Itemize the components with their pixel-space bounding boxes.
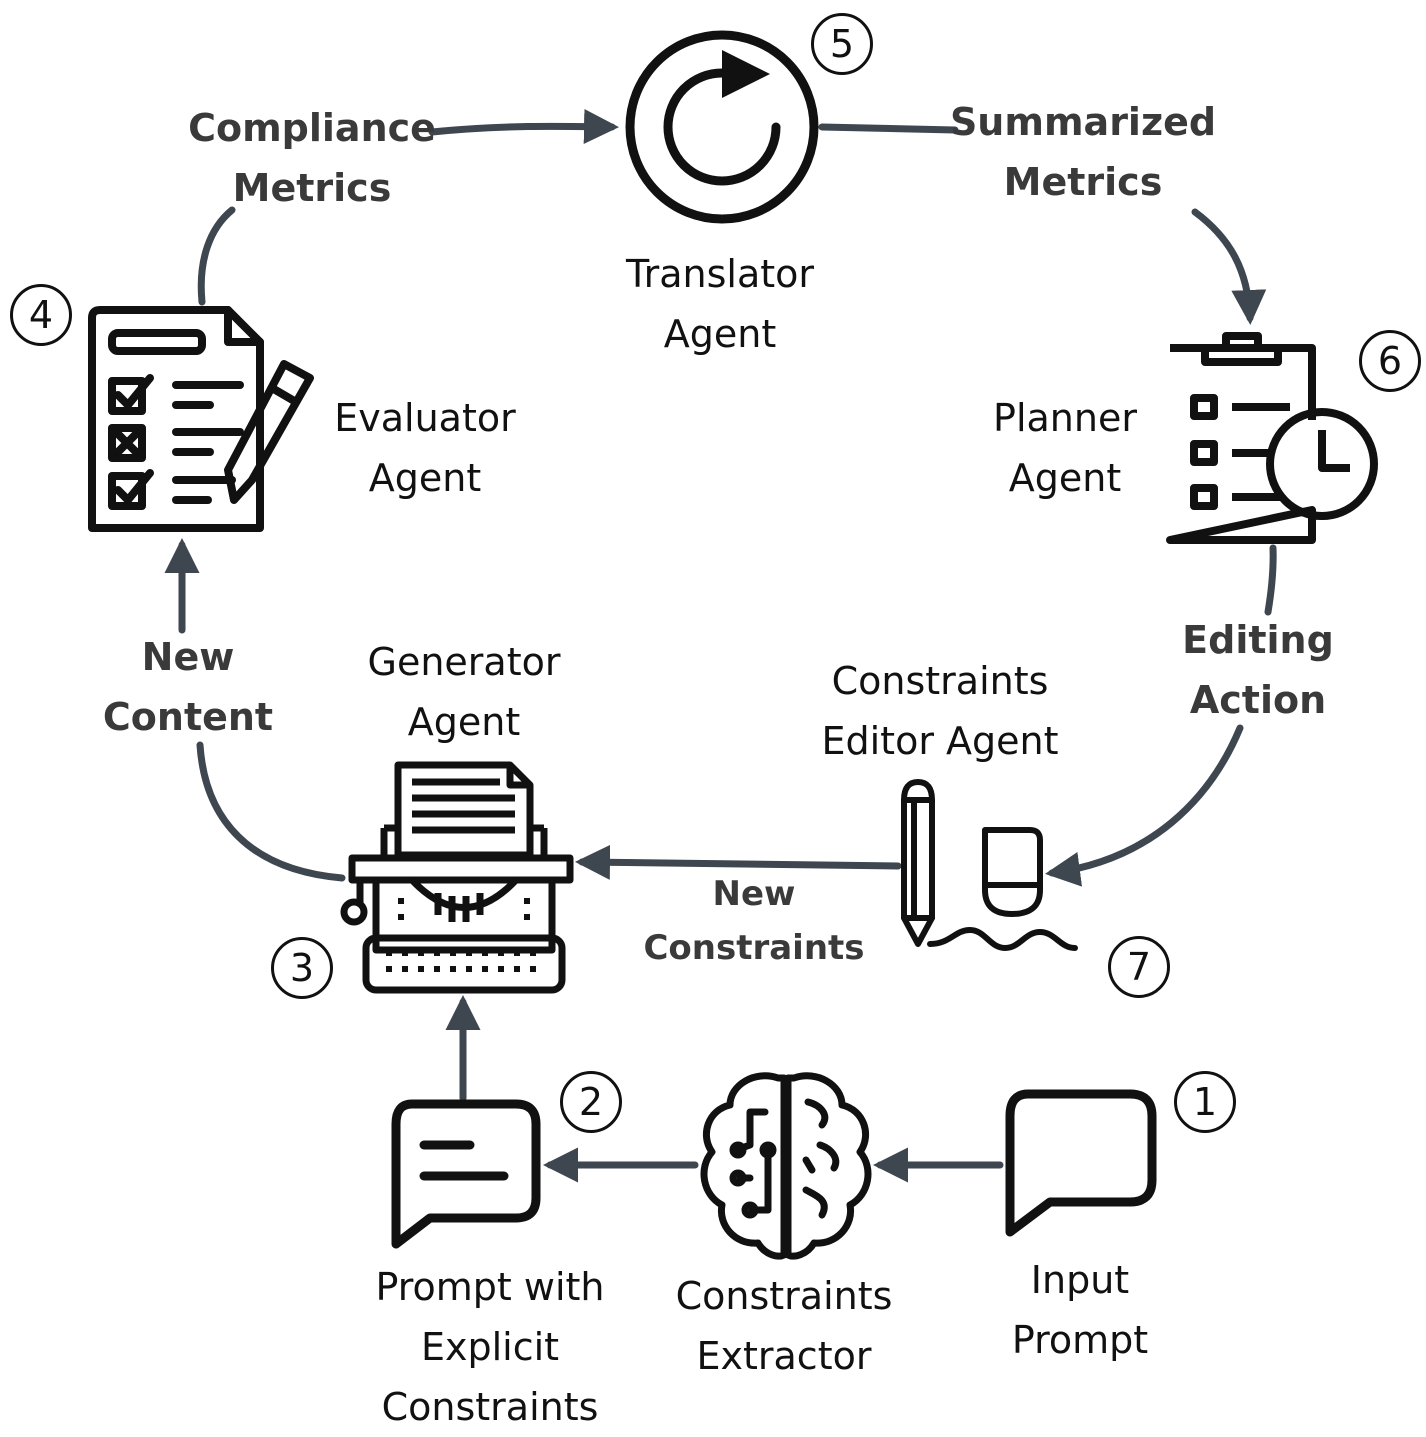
prompt-explicit-label: Prompt with Explicit Constraints — [360, 1257, 620, 1437]
input-prompt-label-line-2: Prompt — [1011, 1318, 1149, 1362]
edge-label-compliance-metrics: Compliance Metrics — [180, 98, 444, 218]
speech-bubble-icon — [1005, 1089, 1157, 1237]
generator-agent-label-line-1: Generator — [367, 640, 561, 684]
arrow-translator-to-summarized — [818, 123, 959, 134]
step-badge-2: 2 — [560, 1071, 622, 1133]
constraints-extractor-label-line-2: Extractor — [696, 1334, 872, 1378]
evaluator-agent-label-line-2: Agent — [368, 456, 482, 500]
step-badge-1: 1 — [1174, 1071, 1236, 1133]
step-badge-5: 5 — [811, 13, 873, 75]
constraints-extractor-label-line-1: Constraints — [675, 1274, 893, 1318]
arrow-summarized-to-planner — [1191, 208, 1267, 325]
edge-label-summarized-metrics: Summarized Metrics — [948, 92, 1218, 212]
edge-label-new-content: New Content — [88, 627, 288, 747]
edge-label-editing-action: Editing Action — [1160, 610, 1356, 730]
arrow-generator-to-evaluator — [196, 741, 346, 882]
planner-agent-label: Planner Agent — [970, 388, 1160, 508]
typewriter-icon — [340, 761, 574, 994]
step-badge-3: 3 — [271, 937, 333, 999]
planner-agent-label-line-2: Agent — [1008, 456, 1122, 500]
edge-label-new-constraints-line-1: New — [712, 874, 796, 914]
step-badge-4: 4 — [10, 284, 72, 346]
checklist-pencil-icon — [88, 306, 314, 532]
edge-label-compliance-metrics-line-1: Compliance — [188, 106, 436, 150]
constraints-editor-label-line-1: Constraints — [831, 659, 1049, 703]
refresh-icon — [625, 30, 819, 224]
generator-agent-label-line-2: Agent — [407, 700, 521, 744]
step-badge-6: 6 — [1359, 330, 1421, 392]
translator-agent-label: Translator Agent — [610, 244, 830, 364]
edge-label-editing-action-line-2: Action — [1189, 678, 1327, 722]
step-badge-7: 7 — [1108, 936, 1170, 998]
generator-agent-label: Generator Agent — [344, 632, 584, 752]
translator-agent-label-line-1: Translator — [625, 252, 815, 296]
edge-label-compliance-metrics-line-2: Metrics — [232, 166, 392, 210]
edge-label-editing-action-line-1: Editing — [1182, 618, 1334, 662]
typewriter-keys — [386, 898, 536, 972]
evaluator-agent-label: Evaluator Agent — [320, 388, 530, 508]
edge-label-new-content-line-2: Content — [102, 695, 274, 739]
arrow-compliance-to-translator — [428, 108, 619, 144]
translator-agent-label-line-2: Agent — [663, 312, 777, 356]
edge-label-new-content-line-1: New — [141, 635, 235, 679]
arrow-evaluator-to-compliance — [197, 206, 236, 306]
prompt-explicit-label-line-1: Prompt with — [375, 1265, 605, 1309]
input-prompt-label: Input Prompt — [980, 1250, 1180, 1370]
constraints-editor-label-line-2: Editor Agent — [821, 719, 1059, 763]
constraints-extractor-label: Constraints Extractor — [664, 1266, 904, 1386]
arrow-planner-to-editing — [1264, 544, 1277, 616]
edge-label-summarized-metrics-line-1: Summarized — [949, 100, 1217, 144]
chat-message-icon — [391, 1099, 541, 1249]
edge-label-summarized-metrics-line-2: Metrics — [1003, 160, 1163, 204]
brain-circuit-icon — [700, 1072, 872, 1260]
prompt-explicit-label-line-2: Explicit — [420, 1325, 560, 1369]
clipboard-clock-icon — [1166, 332, 1378, 544]
prompt-explicit-label-line-3: Constraints — [381, 1385, 599, 1429]
arrow-editing-to-editor — [1045, 724, 1244, 887]
planner-agent-label-line-1: Planner — [993, 396, 1137, 440]
input-prompt-label-line-1: Input — [1030, 1258, 1130, 1302]
edge-label-new-constraints-line-2: Constraints — [643, 928, 865, 968]
edge-label-new-constraints: New Constraints — [634, 867, 874, 975]
pencil-eraser-icon — [901, 779, 1078, 951]
evaluator-agent-label-line-1: Evaluator — [334, 396, 516, 440]
constraints-editor-label: Constraints Editor Agent — [800, 651, 1080, 771]
arrow-editor-to-generator — [575, 844, 902, 880]
